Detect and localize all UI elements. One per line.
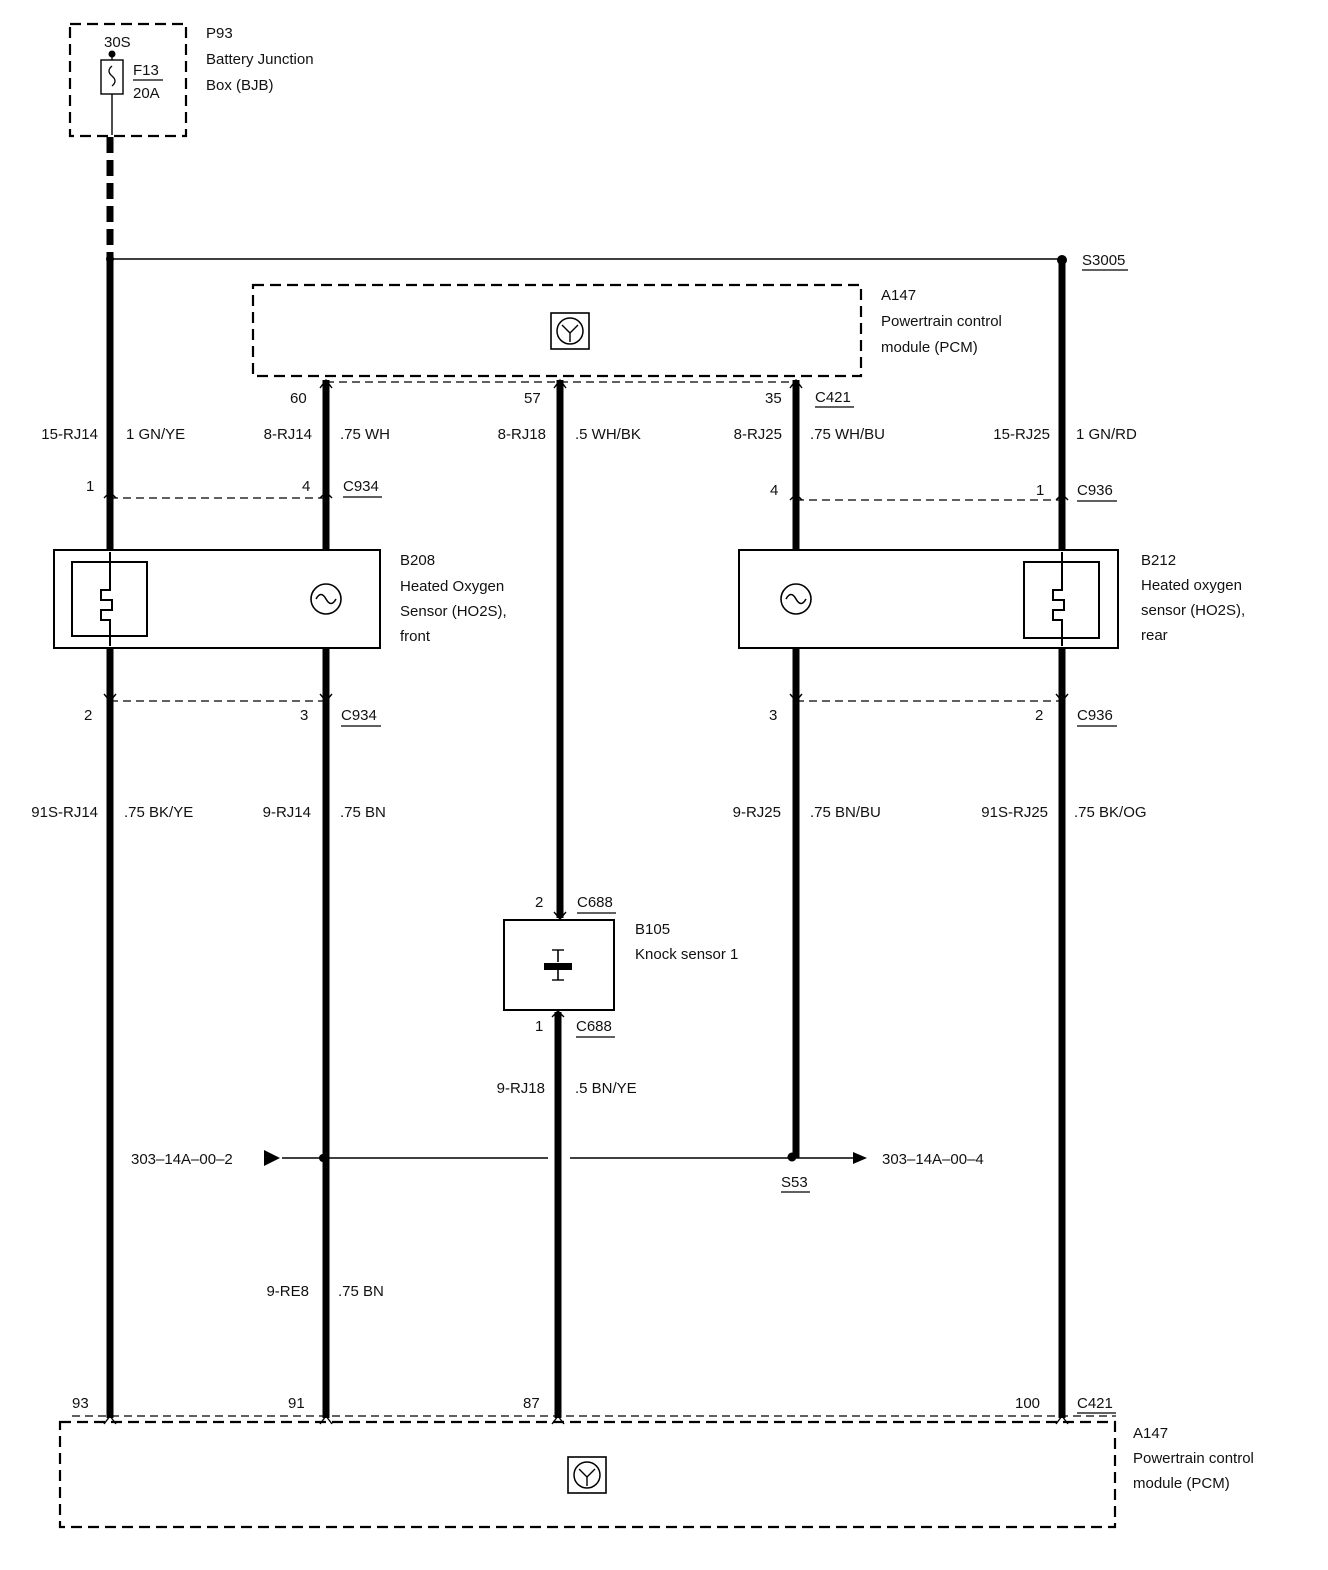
fuse-name: F13 <box>133 62 159 79</box>
wire-label-circuit: 8-RJ14 <box>264 426 312 443</box>
wire-label-circuit: 91S-RJ25 <box>981 804 1048 821</box>
ho2s-rear-ref: B212 <box>1141 552 1176 569</box>
pcm-top: A147 Powertrain control module (PCM) 60 … <box>251 283 1002 408</box>
c936-bottom-connector: C936 <box>1077 707 1113 724</box>
wire-label-spec: 1 GN/RD <box>1076 426 1137 443</box>
wire-label-spec: .5 BN/YE <box>575 1080 637 1097</box>
ho2s-rear-name-1: Heated oxygen <box>1141 577 1242 594</box>
c934-pin-1: 1 <box>86 478 94 495</box>
c934-bottom-connector: C934 <box>341 707 377 724</box>
wire-label-spec: .75 BK/YE <box>124 804 193 821</box>
pcm-bottom-pin-91: 91 <box>288 1395 305 1412</box>
wire-label-circuit: 9-RJ25 <box>733 804 781 821</box>
splice-s3005-label: S3005 <box>1082 252 1125 269</box>
pcm-top-pin-57: 57 <box>524 390 541 407</box>
ho2s-rear-name-3: rear <box>1141 627 1168 644</box>
pcm-top-name-1: Powertrain control <box>881 313 1002 330</box>
wire-label-spec: .75 WH/BU <box>810 426 885 443</box>
c936-top-connector: C936 <box>1077 482 1113 499</box>
pcm-top-connector: C421 <box>815 389 851 406</box>
wire-label-circuit: 8-RJ18 <box>498 426 546 443</box>
bjb-ref: P93 <box>206 25 233 42</box>
wire-label-circuit: 15-RJ14 <box>41 426 98 443</box>
bjb-pin: 30S <box>104 34 131 51</box>
wire-label-circuit: 9-RJ14 <box>263 804 311 821</box>
wire-label-circuit: 8-RJ25 <box>734 426 782 443</box>
bjb-name-1: Battery Junction <box>206 51 314 68</box>
c934-pin-3: 3 <box>300 707 308 724</box>
wire-label-spec: .75 BN <box>340 804 386 821</box>
ho2s-front-name-1: Heated Oxygen <box>400 578 504 595</box>
pcm-bottom-connector: C421 <box>1077 1395 1113 1412</box>
ho2s-front-name-3: front <box>400 628 431 645</box>
ho2s-front-ref: B208 <box>400 552 435 569</box>
arrow-right-icon <box>853 1152 867 1164</box>
c936-pin-1: 1 <box>1036 482 1044 499</box>
pcm-bottom-pin-87: 87 <box>523 1395 540 1412</box>
pcm-top-pin-35: 35 <box>765 390 782 407</box>
pcm-top-ref: A147 <box>881 287 916 304</box>
wire-label-spec: 1 GN/YE <box>126 426 185 443</box>
c688-top-connector: C688 <box>577 894 613 911</box>
bjb-name-2: Box (BJB) <box>206 77 274 94</box>
wire-label-spec: .75 BN <box>338 1283 384 1300</box>
c688-pin-1: 1 <box>535 1018 543 1035</box>
battery-junction-box: 30S F13 20A P93 Battery Junction Box (BJ… <box>68 22 314 138</box>
wire-label-spec: .75 WH <box>340 426 390 443</box>
pcm-bottom-ref: A147 <box>1133 1425 1168 1442</box>
pcm-top-name-2: module (PCM) <box>881 339 978 356</box>
pcm-bottom-pin-100: 100 <box>1015 1395 1040 1412</box>
ho2s-rear-name-2: sensor (HO2S), <box>1141 602 1245 619</box>
pcm-bottom-name-1: Powertrain control <box>1133 1450 1254 1467</box>
pcm-bottom-pin-93: 93 <box>72 1395 89 1412</box>
ho2s-front-sensor: 1 4 C934 B208 Heated Oxygen Sensor (HO2S… <box>53 478 507 727</box>
ground-right-ref: 303–14A–00–4 <box>882 1151 984 1168</box>
wire-label-circuit: 9-RJ18 <box>497 1080 545 1097</box>
fuse-rating: 20A <box>133 85 160 102</box>
wire-label-spec: .5 WH/BK <box>575 426 641 443</box>
wire-label-circuit: 9-RE8 <box>266 1283 309 1300</box>
c936-pin-4: 4 <box>770 482 778 499</box>
pcm-bottom: 93 91 87 100 C421 A147 Powertrain contro… <box>58 1395 1254 1529</box>
wire-label-spec: .75 BK/OG <box>1074 804 1147 821</box>
knock-ref: B105 <box>635 921 670 938</box>
pcm-top-pin-60: 60 <box>290 390 307 407</box>
c688-bottom-connector: C688 <box>576 1018 612 1035</box>
knock-sensor: 2 C688 B105 Knock sensor 1 1 C688 9-RJ18… <box>497 894 739 1097</box>
ho2s-rear-sensor: 4 1 C936 B212 Heated oxygen sensor (HO2S… <box>738 482 1245 727</box>
wire-label-spec: .75 BN/BU <box>810 804 881 821</box>
ground-reference-line: 303–14A–00–2 303–14A–00–4 S53 9-RE8 .75 … <box>131 1150 984 1300</box>
c688-pin-2: 2 <box>535 894 543 911</box>
splice-s53-label: S53 <box>781 1174 808 1191</box>
ho2s-front-name-2: Sensor (HO2S), <box>400 603 507 620</box>
knock-name: Knock sensor 1 <box>635 946 738 963</box>
c934-top-connector: C934 <box>343 478 379 495</box>
c936-pin-3: 3 <box>769 707 777 724</box>
wire-label-circuit: 15-RJ25 <box>993 426 1050 443</box>
pcm-bottom-name-2: module (PCM) <box>1133 1475 1230 1492</box>
c934-pin-2: 2 <box>84 707 92 724</box>
wire-label-circuit: 91S-RJ14 <box>31 804 98 821</box>
ground-left-ref: 303–14A–00–2 <box>131 1151 233 1168</box>
arrow-left-icon <box>264 1150 280 1166</box>
c934-pin-4: 4 <box>302 478 310 495</box>
c936-pin-2: 2 <box>1035 707 1043 724</box>
